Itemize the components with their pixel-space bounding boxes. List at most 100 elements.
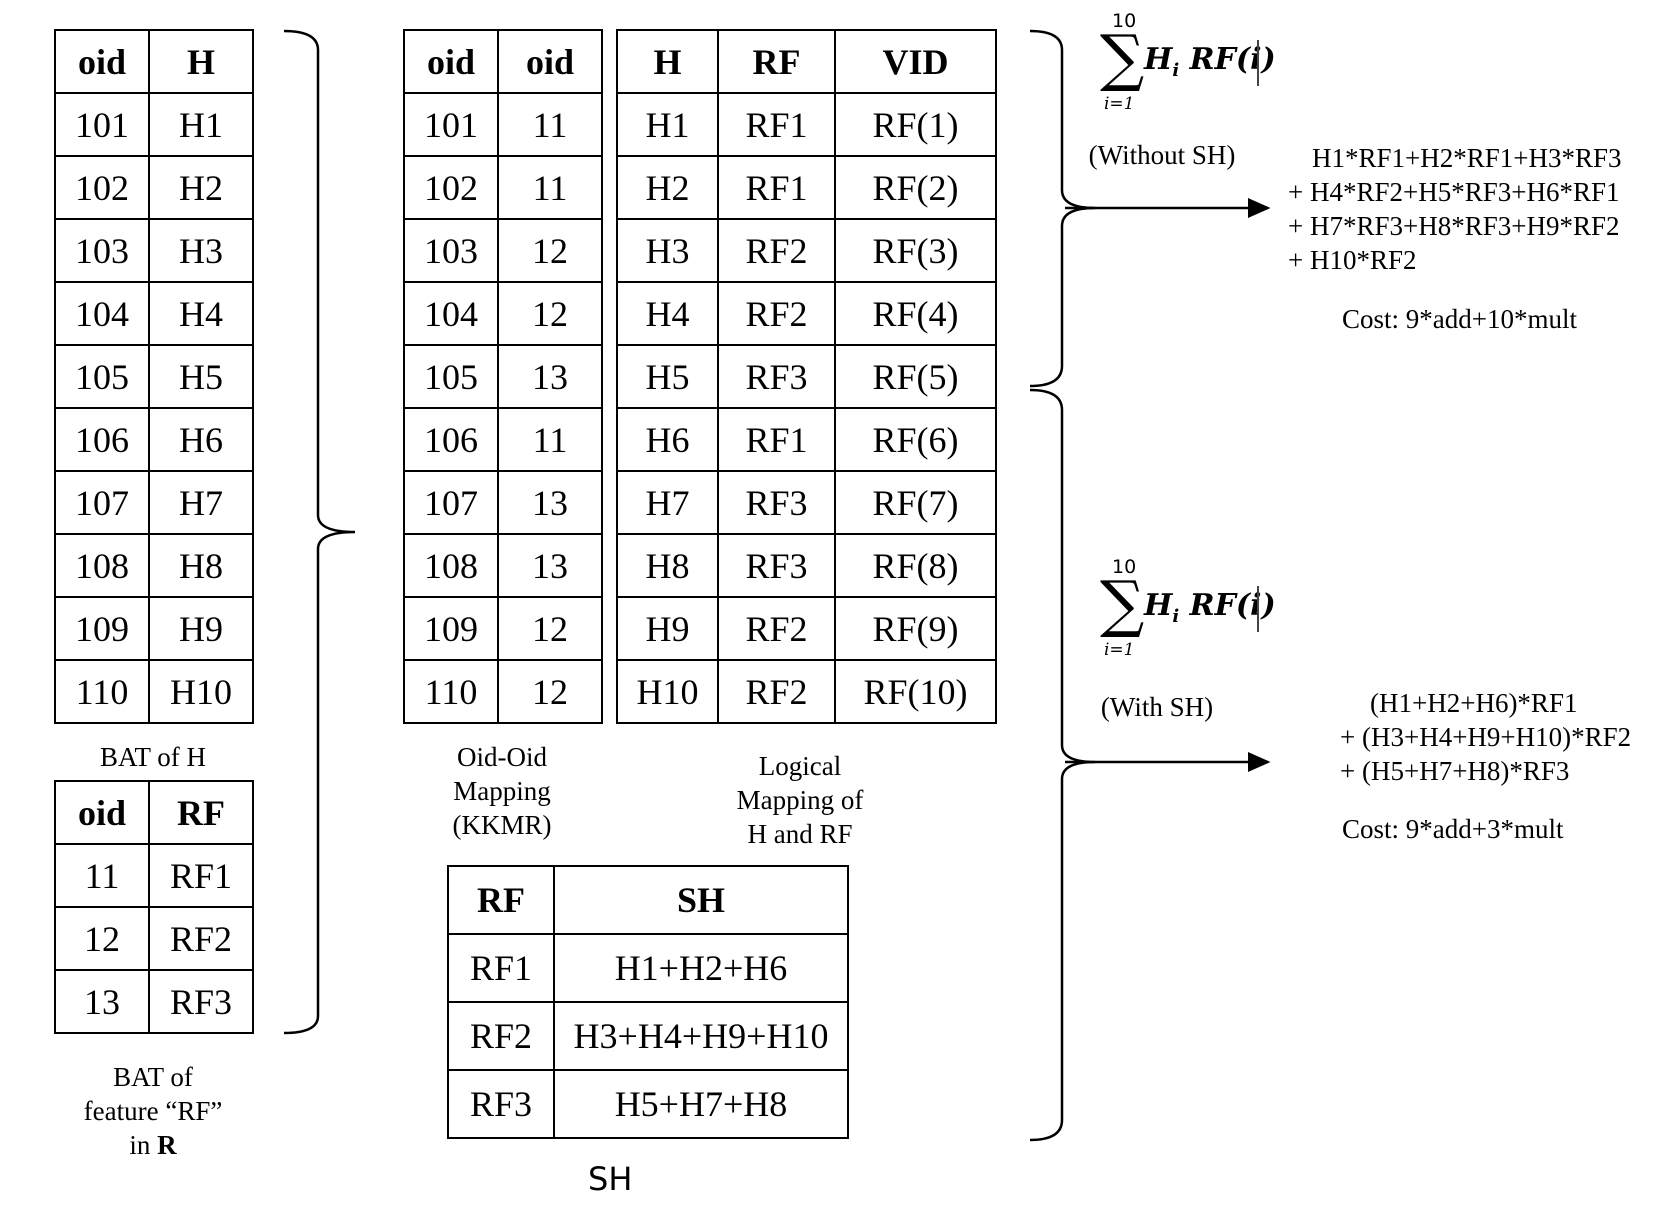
caption-line: Oid-Oid [457,742,547,772]
table-cell: H9 [616,596,719,661]
table-cell: H3 [616,218,719,283]
term-rest: RF(i) [1179,588,1276,623]
table-cell: H1 [616,92,719,157]
table-cell: RF(1) [834,92,997,157]
cursor-bar [1257,586,1259,632]
table-cell: H2 [148,155,254,220]
table-cell: RF3 [717,344,836,409]
table-cell: RF2 [148,906,254,971]
sum-upper-limit: 10 [1112,10,1137,32]
caption-line: (KKMR) [452,810,552,840]
table-header: SH [553,865,849,935]
table-header: oid [497,29,603,94]
table-header: H [148,29,254,94]
table-cell: 110 [54,659,150,724]
table-header: oid [54,29,150,94]
with-sh-label: (With SH) [1100,692,1214,722]
bat-h-caption: BAT of H [99,742,206,772]
table-cell: 105 [54,344,150,409]
table-cell: RF1 [717,92,836,157]
table-cell: 104 [403,281,499,346]
table-cell: 110 [403,659,499,724]
caption-line: Mapping of [736,785,864,815]
table-cell: 106 [54,407,150,472]
caption-line: H and RF [747,819,853,849]
table-cell: RF3 [148,969,254,1034]
table-header: RF [447,865,555,935]
table-cell: 12 [54,906,150,971]
sum-upper-limit: 10 [1112,556,1137,578]
table-cell: 102 [54,155,150,220]
table-cell: H3 [148,218,254,283]
table-cell: 102 [403,155,499,220]
caption-line: Logical [758,751,842,781]
term-subscript: i [1172,606,1180,627]
table-cell: H6 [148,407,254,472]
without-sh-cost: Cost: 9*add+10*mult [1342,304,1577,334]
table-cell: H8 [616,533,719,598]
table-cell: 11 [54,843,150,908]
expression-line: (H1+H2+H6)*RF1 [1370,688,1578,718]
table-cell: RF2 [717,596,836,661]
caption-line: BAT of [113,1062,193,1092]
term-rest: RF(i) [1179,42,1276,77]
table-cell: 108 [403,533,499,598]
term-subscript: i [1172,60,1180,81]
sum-lower-limit: i=1 [1104,94,1135,114]
caption-line: Mapping [453,776,551,806]
table-cell: H10 [616,659,719,724]
sum-term: Hi RF(i) [1144,42,1276,81]
table-cell: RF(9) [834,596,997,661]
table-cell: RF3 [447,1069,555,1139]
table-cell: 13 [54,969,150,1034]
table-cell: H3+H4+H9+H10 [553,1001,849,1071]
table-cell: H1 [148,92,254,157]
sum-term: Hi RF(i) [1144,588,1276,627]
table-cell: 11 [497,92,603,157]
table-cell: H5 [148,344,254,409]
table-cell: RF(10) [834,659,997,724]
table-cell: RF(4) [834,281,997,346]
table-cell: 12 [497,596,603,661]
table-cell: RF(5) [834,344,997,409]
table-cell: 11 [497,155,603,220]
table-cell: RF2 [447,1001,555,1071]
table-cell: RF3 [717,470,836,535]
summation-formula-lower: 10 ∑ i=1 Hi RF(i) [1094,556,1284,666]
table-cell: 106 [403,407,499,472]
table-header: oid [403,29,499,94]
table-cell: 12 [497,659,603,724]
expression-line: + H4*RF2+H5*RF3+H6*RF1 [1288,177,1620,207]
table-cell: RF2 [717,218,836,283]
caption-line: in R [40,1128,266,1162]
term-h: H [1144,588,1173,623]
table-cell: 13 [497,344,603,409]
without-sh-label: (Without SH) [1088,140,1236,170]
table-cell: H7 [616,470,719,535]
table-cell: 13 [497,470,603,535]
expression-line: + H7*RF3+H8*RF3+H9*RF2 [1288,211,1620,241]
table-cell: 109 [54,596,150,661]
